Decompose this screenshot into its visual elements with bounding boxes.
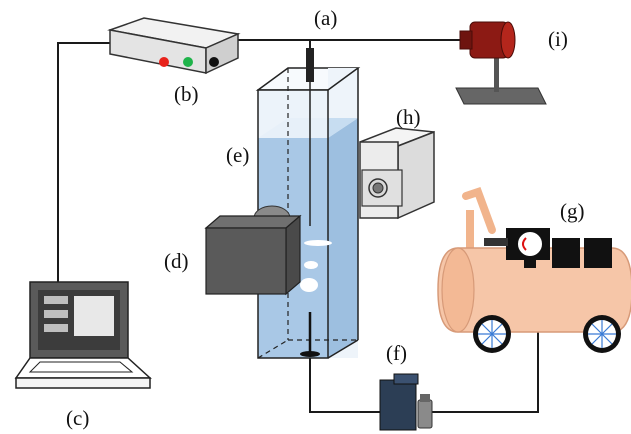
wire-tank-valve <box>309 356 392 413</box>
side-camera <box>359 127 435 220</box>
label-e: (e) <box>226 143 249 167</box>
flow-controller <box>379 373 433 431</box>
connection-wires <box>57 39 539 413</box>
wire-controller-laptop <box>57 42 110 282</box>
label-h: (h) <box>396 105 421 129</box>
wheel-left <box>473 315 511 353</box>
laptop <box>14 281 152 389</box>
label-c: (c) <box>66 406 89 430</box>
label-d: (d) <box>164 249 189 273</box>
wheel-right <box>583 315 621 353</box>
label-f: (f) <box>386 341 407 365</box>
black-led-icon <box>209 57 219 67</box>
front-camera <box>204 205 302 296</box>
laser-device <box>455 21 547 105</box>
bubble <box>304 240 332 246</box>
label-b: (b) <box>174 82 199 106</box>
label-g: (g) <box>560 199 585 223</box>
red-led-icon <box>159 57 169 67</box>
wire-valve-compressor <box>432 320 539 413</box>
bubble <box>304 261 318 269</box>
green-led-icon <box>183 57 193 67</box>
controller-box <box>107 17 241 75</box>
water-tank <box>255 48 361 359</box>
label-i: (i) <box>548 27 568 51</box>
air-compressor <box>437 186 631 353</box>
label-a: (a) <box>314 6 337 30</box>
wire-controller-probe <box>236 39 311 50</box>
bubble <box>300 278 318 292</box>
